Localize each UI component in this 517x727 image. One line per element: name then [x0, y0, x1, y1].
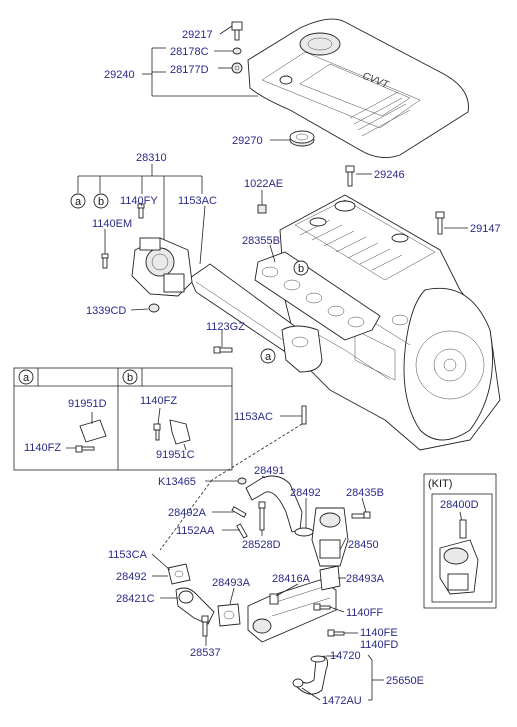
label-28355B: 28355B: [242, 235, 280, 247]
label-1140FZ-a: 1140FZ: [24, 442, 61, 454]
label-1140FE: 1140FE: [360, 627, 398, 639]
gasket-28493A-left: [217, 603, 241, 627]
label-28177D: 28177D: [170, 64, 209, 76]
label-28310: 28310: [136, 152, 167, 164]
manifold-gasket: [254, 251, 381, 341]
label-28400D: 28400D: [440, 499, 479, 511]
label-28492-top: 28492: [290, 487, 321, 499]
bolt-29246: [345, 165, 355, 187]
label-1140EM: 1140EM: [92, 218, 132, 230]
label-29270: 29270: [232, 135, 263, 147]
label-1123GZ: 1123GZ: [206, 321, 245, 333]
label-28491: 28491: [254, 465, 285, 477]
nut-1339CD: [148, 303, 160, 313]
label-29246: 29246: [374, 169, 405, 181]
label-28416A: 28416A: [272, 573, 311, 585]
label-1140FD: 1140FD: [360, 639, 398, 651]
seal-ring: [289, 130, 315, 147]
bolt-1140FF: [313, 603, 331, 611]
label-28450: 28450: [348, 539, 379, 551]
gasket-28492-top: [294, 527, 314, 537]
label-29240: 29240: [104, 69, 135, 81]
label-28435B: 28435B: [346, 487, 384, 499]
label-1022AE: 1022AE: [244, 178, 283, 190]
throttle-body: [131, 237, 193, 297]
nut-K13465: [237, 477, 247, 485]
label-K13465: K13465: [158, 476, 196, 488]
label-28492A: 28492A: [168, 507, 207, 519]
label-14720: 14720: [330, 650, 361, 662]
bolt-1123GZ: [213, 346, 233, 354]
egr-cooler-28416A: [247, 579, 337, 643]
bolt-29147: [435, 211, 445, 235]
kit-box: (KIT) 28400D: [423, 473, 497, 609]
callout-b-top: b: [98, 196, 104, 208]
label-28537: 28537: [190, 647, 221, 659]
label-1339CD: 1339CD: [86, 305, 126, 317]
elbow-28421C: [175, 587, 215, 625]
label-1140FZ-b: 1140FZ: [140, 395, 177, 407]
label-1472AU: 1472AU: [322, 695, 362, 707]
label-28178C: 28178C: [170, 46, 209, 58]
bolt-28537: [201, 615, 209, 637]
callout-markers: a b b a: [70, 193, 309, 364]
pin-1153AC: [301, 405, 307, 425]
pin-1152AA: [236, 523, 248, 539]
egr-pipe-assembly: [189, 263, 323, 373]
leader-lines: [77, 25, 468, 701]
label-29147: 29147: [470, 223, 501, 235]
label-91951D: 91951D: [68, 398, 107, 410]
label-1153CA: 1153CA: [108, 549, 148, 561]
egr-tube-28491: [245, 475, 303, 533]
label-28528D: 28528D: [242, 539, 281, 551]
label-1140FF: 1140FF: [346, 607, 383, 619]
bolt-1140EM: [101, 253, 109, 269]
cover-bolt: [231, 21, 243, 41]
cover-washer: [232, 47, 242, 55]
gasket-28493A-right: [319, 565, 341, 591]
bolt-28528D: [258, 501, 266, 531]
label-91951C: 91951C: [156, 449, 195, 461]
part-labels: 29217 28178C 29240 28177D 29270 29246 28…: [86, 29, 501, 707]
box-callout-a: a: [23, 372, 30, 384]
callout-b-engine: b: [298, 263, 304, 275]
engine-block: [279, 194, 501, 451]
label-25650E: 25650E: [386, 675, 424, 687]
label-1153AC-mid: 1153AC: [234, 411, 273, 423]
nut-1022AE: [257, 204, 267, 214]
callout-a-top: a: [75, 196, 82, 208]
label-1152AA: 1152AA: [176, 525, 215, 537]
callout-a-engine: a: [265, 351, 272, 363]
engine-cover: CVVT: [247, 18, 469, 159]
label-1140FY: 1140FY: [120, 195, 158, 207]
label-28493A-left: 28493A: [212, 577, 251, 589]
label-1153AC-top: 1153AC: [178, 195, 217, 207]
box-callout-b: b: [127, 372, 133, 384]
bracket-box: a b 91951D 1140FZ 1140FZ 91951C: [13, 367, 233, 471]
hose-25650E: [292, 655, 329, 695]
label-28421C: 28421C: [116, 593, 155, 605]
gasket-28492A: [231, 506, 247, 518]
gasket-28492-low: [167, 563, 191, 585]
bolt-28435B: [351, 511, 371, 519]
egr-valve-28450: [311, 507, 349, 567]
label-28492-low: 28492: [116, 571, 147, 583]
cover-grommet: [231, 62, 243, 74]
label-29217: 29217: [182, 29, 213, 41]
bolt-1140FE: [327, 629, 345, 637]
kit-label: (KIT): [428, 478, 452, 490]
label-28493A-right: 28493A: [346, 573, 385, 585]
